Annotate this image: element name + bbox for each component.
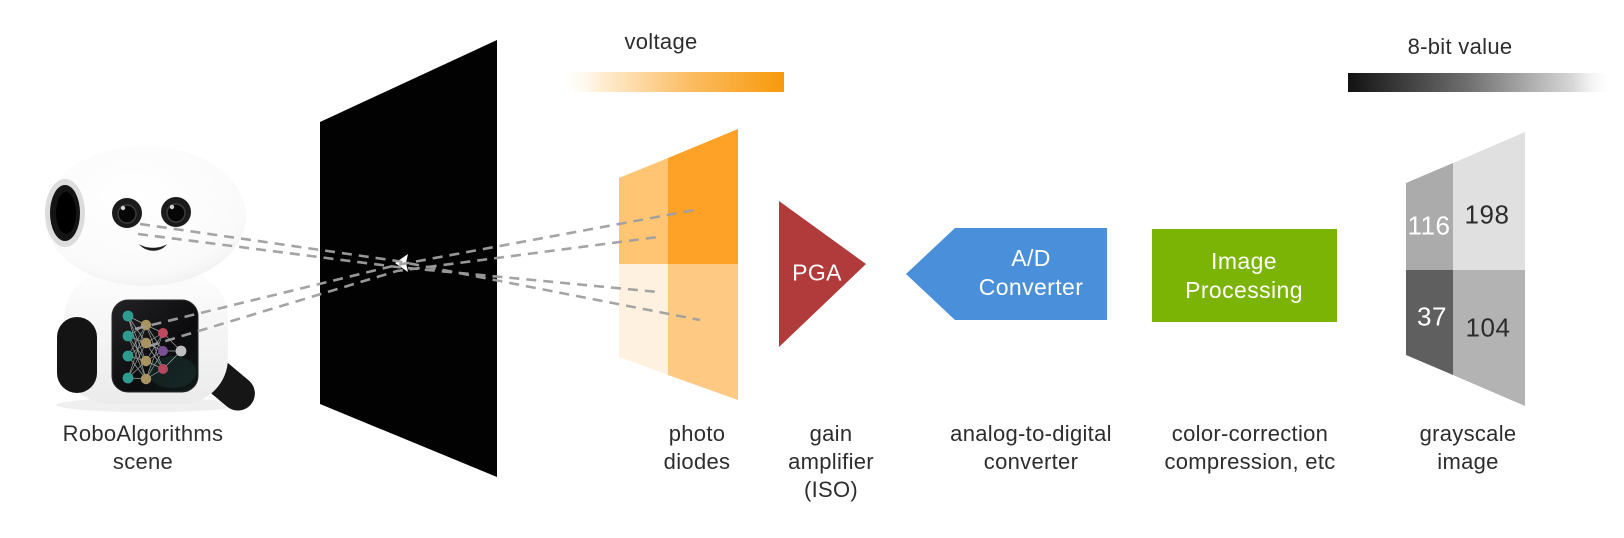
voltage-label: voltage (624, 29, 698, 54)
color-correction-label-line2: compression, etc (1164, 449, 1336, 474)
light-ray-eye-upper (139, 222, 701, 322)
photodiode-cell-bottom-left (619, 264, 668, 375)
pixel-value-top-right: 198 (1464, 199, 1510, 230)
adc-arrow-shape (906, 228, 1107, 320)
scene-label-line2: scene (112, 449, 174, 474)
robot-mouth-icon (139, 244, 167, 251)
image-processing-block-label-line1: Image (1211, 248, 1277, 274)
photodiode-cell-bottom-right (668, 264, 738, 400)
scene-label-line1: RoboAlgorithms (62, 421, 224, 446)
light-rays (134, 207, 701, 348)
grayscale-image-label-line1: grayscale (1419, 421, 1517, 446)
scene-panel (320, 40, 497, 477)
grayscale-cell-top-right (1453, 132, 1525, 270)
image-processing-box (1152, 229, 1337, 322)
adc-label-line2: converter (983, 449, 1079, 474)
color-correction-label-line1: color-correction (1171, 421, 1329, 446)
light-ray-chest-upper (134, 207, 701, 331)
light-ray-eye-lower (137, 232, 659, 294)
photodiode-cell-top-right (668, 129, 738, 264)
image-processing-block-label: Image Processing (1185, 247, 1303, 305)
robot-eye-left-icon (112, 198, 142, 228)
bit-value-label: 8-bit value (1407, 34, 1513, 59)
gain-amplifier-label-line3: (ISO) (803, 477, 859, 502)
light-ray-chest-lower (148, 235, 659, 348)
pixel-value-bottom-left: 37 (1417, 301, 1447, 332)
photodiode-array (619, 129, 738, 400)
pga-triangle (779, 201, 866, 347)
adc-label-line1: analog-to-digital (950, 421, 1112, 446)
robot-left-arm (57, 317, 97, 393)
photodiode-cell-top-left (619, 158, 668, 264)
pga-block-label: PGA (792, 259, 842, 286)
pixel-value-top-left: 116 (1407, 210, 1451, 241)
color-correction-label: color-correction compression, etc (1164, 420, 1335, 476)
chest-screen-glow (148, 356, 196, 388)
grayscale-cell-top-left (1406, 163, 1453, 270)
gain-amplifier-label: gain amplifier (ISO) (788, 420, 874, 504)
robot-ear-camera-icon (45, 179, 85, 247)
photo-diodes-label-line1: photo (668, 421, 726, 446)
adc-block-label: A/D Converter (979, 244, 1084, 302)
bit-value-gradient-bar (1348, 73, 1614, 92)
grayscale-cell-bottom-right (1453, 270, 1525, 406)
robot-eye-right-icon (161, 197, 191, 227)
voltage-gradient-bar (558, 72, 784, 92)
adc-label: analog-to-digital converter (950, 420, 1112, 476)
image-processing-block-label-line2: Processing (1185, 277, 1303, 303)
pixel-value-bottom-right: 104 (1465, 312, 1511, 343)
photo-diodes-label-line2: diodes (663, 449, 731, 474)
adc-block-label-line2: Converter (978, 274, 1084, 300)
grayscale-cell-bottom-left (1406, 270, 1453, 375)
grayscale-image-label-line2: image (1437, 449, 1499, 474)
scene-label: RoboAlgorithms scene (63, 420, 224, 476)
neural-network-icon (122, 310, 187, 385)
grayscale-quad (1406, 132, 1525, 406)
adc-block-label-line1: A/D (1011, 245, 1051, 271)
gain-amplifier-label-line1: gain (809, 421, 853, 446)
robot-head (44, 146, 246, 286)
photo-diodes-label: photo diodes (664, 420, 731, 476)
grayscale-image-label: grayscale image (1420, 420, 1517, 476)
gain-amplifier-label-line2: amplifier (788, 449, 874, 474)
robot-illustration (44, 146, 255, 412)
